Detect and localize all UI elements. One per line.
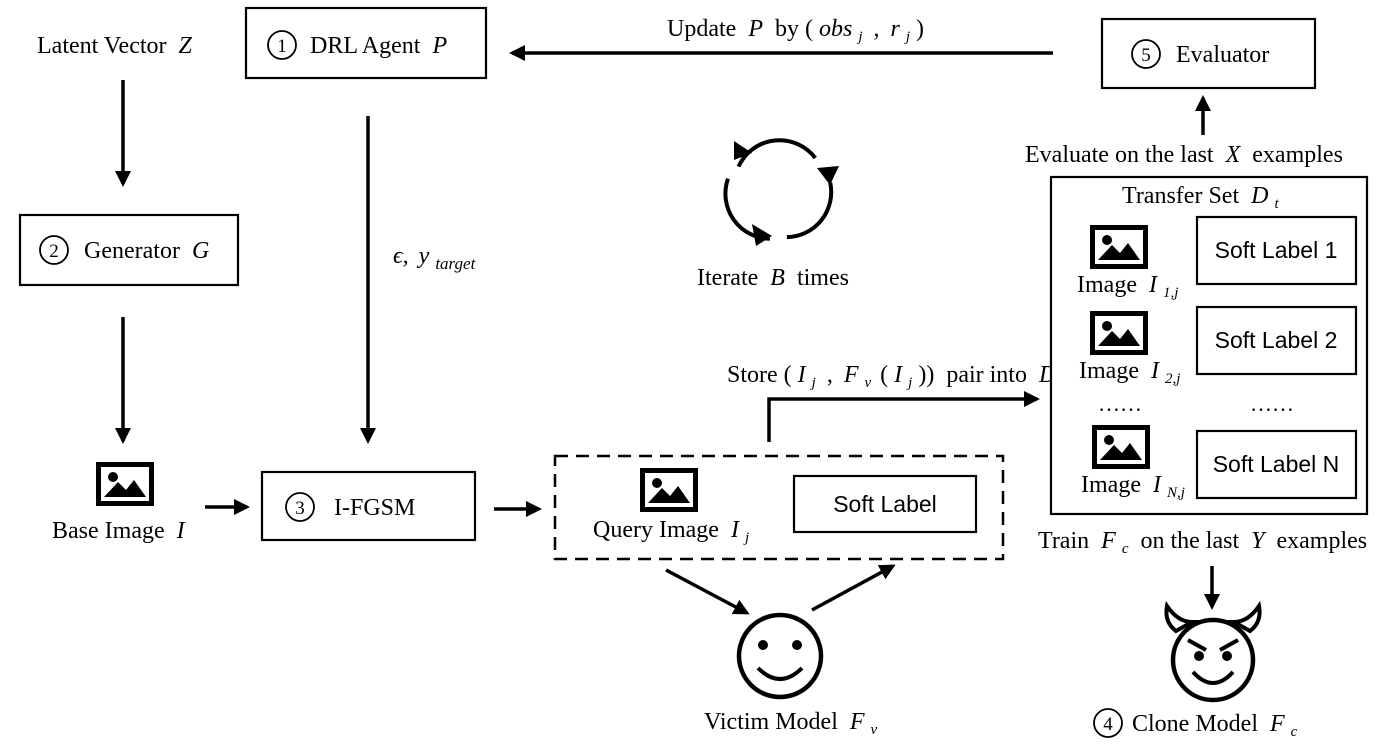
drl-agent-box: 1 DRL Agent P [244,6,488,80]
store-pair-label: Store ( I j , F v ( I j )) pair into D t [727,362,1067,393]
evaluator-label: Evaluator [1176,42,1269,68]
step-number-4: 4 [1093,708,1123,738]
step-number-1: 1 [267,30,297,60]
svg-text:1: 1 [277,36,287,57]
ellipsis-left: …… [1098,391,1142,416]
generator-box: 2 Generator G [18,213,240,287]
arrow-store-to-transfer [767,391,1040,442]
devil-face-icon [1164,600,1262,703]
transfer-image-label-1: Image I 1,j [1077,272,1178,301]
ifgsm-box: 3 I-FGSM [260,470,477,542]
drl-agent-label: DRL Agent [310,33,421,59]
generator-var: G [192,238,209,264]
query-soft-label-box [792,474,978,534]
soft-label-box-1 [1195,215,1358,286]
evaluator-box: 5 Evaluator [1100,17,1317,90]
step-number-5: 5 [1131,39,1161,69]
soft-label-box-2 [1195,305,1358,376]
generator-label: Generator [84,238,180,264]
arrow-query-to-victim [665,568,750,615]
agent-output-label: ϵ, y target [393,243,477,273]
step-number-2: 2 [39,235,69,265]
soft-label-box-n [1195,429,1358,500]
latent-vector-label: Latent Vector Z [37,33,193,59]
base-image-label: Base Image I [52,518,186,544]
ellipsis-right: …… [1250,391,1294,416]
arrow-victim-to-query [811,564,896,612]
soft-label-n: Soft Label N [1213,451,1340,477]
svg-text:3: 3 [295,498,305,519]
svg-text:4: 4 [1103,714,1113,735]
svg-text:5: 5 [1141,45,1151,66]
clone-model-label: 4 Clone Model F c [1093,708,1298,740]
transfer-image-icon-1 [1090,225,1148,269]
query-box: Query Image I j Soft Label [553,454,1005,561]
ifgsm-label: I-FGSM [334,495,415,521]
query-image-icon [640,468,698,512]
victim-model-label: Victim Model F v [704,709,878,738]
agent-var: P [431,33,447,59]
update-agent-label: Update P by ( obs j , r j ) [667,16,924,47]
step-number-3: 3 [285,492,315,522]
iterate-label: Iterate B times [697,265,849,291]
svg-text:DRL Agent P: DRL Agent P [310,33,447,59]
train-clone-label: Train F c on the last Y examples [1038,528,1367,559]
query-soft-label: Soft Label [833,491,937,517]
svg-text:Generator G: Generator G [84,238,209,264]
soft-label-1: Soft Label 1 [1215,237,1338,263]
arrows [115,45,1220,615]
transfer-image-label-2: Image I 2,j [1079,358,1180,387]
transfer-image-icon-2 [1090,311,1148,355]
evaluate-label: Evaluate on the last X examples [1025,142,1343,168]
transfer-set-box: Transfer Set D t Image I 1,j Soft Label … [1049,175,1369,516]
smiley-face-icon [736,612,824,700]
cycle-arrows-icon [723,138,839,246]
svg-text:2: 2 [49,241,59,262]
base-image-icon [96,462,154,506]
transfer-image-label-n: Image I N,j [1081,472,1185,501]
transfer-image-icon-n [1092,425,1150,469]
svg-text:Clone Model F c: Clone Model F c [1132,711,1298,740]
transfer-set-label: Transfer Set D t [1122,183,1279,212]
query-image-label: Query Image I j [593,517,749,546]
soft-label-2: Soft Label 2 [1215,327,1338,353]
